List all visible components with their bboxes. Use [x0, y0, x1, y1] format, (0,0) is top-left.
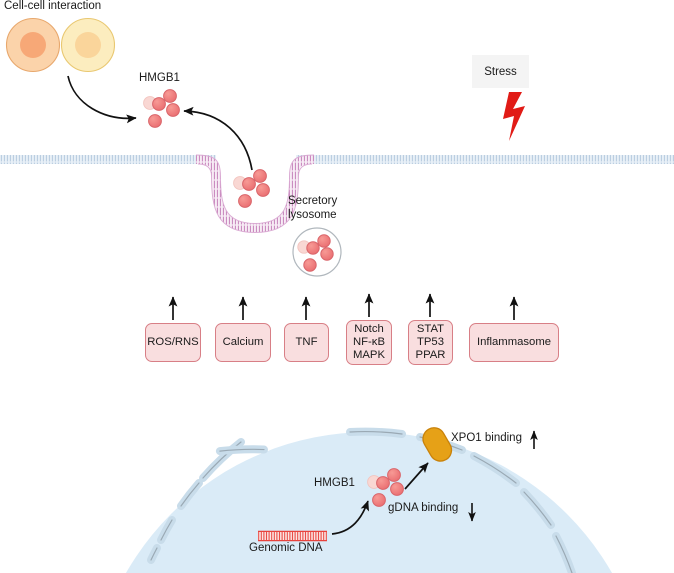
xpo1-protein: [422, 427, 453, 462]
label-xpo1-binding: XPO1 binding: [451, 432, 522, 444]
nuclear-envelope-segments: [147, 427, 576, 573]
genomic-dna: [258, 530, 327, 542]
stress-lightning-bolt-icon: [503, 92, 525, 141]
pathway-box-notch[interactable]: Notch NF-κB MAPK: [346, 320, 392, 365]
hmgb1-cluster-extracellular: [143, 89, 180, 128]
plasma-membrane: [0, 154, 674, 233]
pathway-box-stat[interactable]: STAT TP53 PPAR: [408, 320, 453, 365]
pathway-box-ros-rns[interactable]: ROS/RNS: [145, 323, 201, 362]
pathway-box-arrows: [168, 293, 519, 320]
arrow-gdna-to-hmgb1: [331, 500, 369, 535]
arrow-hmgb1-to-xpo1: [404, 462, 429, 490]
stress-label-box: Stress: [472, 55, 529, 88]
hmgb1-cluster-nuclear: [367, 468, 404, 507]
secretory-lysosome-vesicle: [292, 227, 342, 277]
cell-right-nucleus: [75, 32, 101, 58]
pathway-box-calcium[interactable]: Calcium: [215, 323, 271, 362]
pathway-box-tnf[interactable]: TNF: [284, 323, 329, 362]
label-secretory-lysosome: Secretory lysosome: [288, 195, 338, 221]
label-gdna-binding: gDNA binding: [388, 502, 459, 514]
label-hmgb1-extracellular: HMGB1: [139, 72, 180, 84]
hmgb1-cluster-invagination: [233, 169, 270, 208]
membrane-invagination-outline-inner: [197, 163, 313, 233]
label-hmgb1-nuclear: HMGB1: [314, 477, 355, 489]
arrow-vesicle-to-hmgb1: [183, 106, 253, 171]
label-cell-cell-interaction: Cell-cell interaction: [4, 0, 102, 12]
regulation-arrows: [468, 430, 538, 522]
membrane-invagination-outline: [195, 154, 315, 224]
stress-label-text: Stress: [484, 65, 517, 78]
label-genomic-dna: Genomic DNA: [249, 542, 323, 554]
pathway-box-inflammasome[interactable]: Inflammasome: [469, 323, 559, 362]
membrane-invagination: [195, 155, 315, 233]
arrow-cells-to-hmgb1: [67, 75, 137, 124]
cell-left-nucleus: [20, 32, 46, 58]
cell-pair-group: [5, 17, 116, 73]
nucleus-group: [125, 427, 613, 573]
